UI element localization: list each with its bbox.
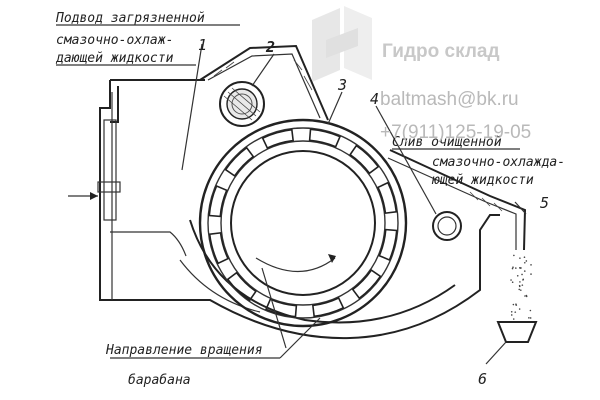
sludge-particle [528, 317, 530, 319]
drain-label-line1: Слив очищенной [392, 135, 502, 150]
callout-1: 1 [198, 36, 207, 54]
sludge-particle [510, 314, 513, 316]
sludge-particle [511, 267, 514, 270]
supply-label-line2: смазочно-охлаж- [56, 33, 173, 48]
drain-label-line3: ющей жидкости [431, 173, 534, 188]
magnetic-drum [198, 118, 408, 328]
magnet-pole [378, 228, 398, 262]
sludge-particle [519, 257, 521, 259]
sludge-particle [519, 281, 521, 283]
outlet-pipe [432, 211, 462, 241]
sludge-particle [515, 303, 517, 305]
sludge-particle [522, 278, 525, 281]
sludge-particle [510, 310, 513, 313]
watermark-email: baltmash@bk.ru [380, 89, 519, 110]
supply-label-line3: дающей жидкости [55, 51, 174, 66]
magnet-pole [261, 128, 295, 150]
watermark-phone: +7(911)125-19-05 [380, 122, 531, 143]
callout-2: 2 [265, 38, 275, 56]
sludge-particle [521, 273, 523, 276]
supply-label-line1: Подвод загрязненной [55, 11, 205, 26]
sludge-particle [518, 308, 521, 310]
squeeze-roller [219, 81, 265, 127]
rotation-label-line1: Направление вращения [105, 343, 263, 358]
inlet-pipe [68, 119, 121, 221]
magnet-pole [226, 271, 258, 302]
sludge-particle [510, 279, 512, 281]
sludge-particle [529, 317, 532, 319]
sludge-particle [519, 267, 522, 269]
sludge-particle [530, 264, 532, 266]
magnet-pole [224, 146, 255, 178]
callout-leaders [110, 43, 527, 365]
magnet-poles [208, 128, 398, 318]
sludge-particle [525, 294, 528, 297]
magnet-pole [351, 268, 382, 300]
sludge-particle [511, 281, 514, 284]
callout-5: 5 [540, 194, 549, 212]
watermark-brand: Гидро склад [382, 41, 500, 62]
sludge-particle [516, 275, 519, 277]
sludge-particle [512, 303, 515, 306]
sludge-particle [523, 270, 526, 272]
callout-4: 4 [370, 90, 379, 108]
sludge-particle [518, 288, 521, 291]
magnet-pole [264, 298, 298, 318]
magnet-pole [348, 144, 380, 175]
sludge-particle [519, 289, 522, 291]
magnet-pole [311, 296, 345, 318]
magnet-pole [208, 184, 228, 218]
magnet-pole [376, 181, 398, 215]
sludge-particle [523, 261, 526, 264]
top-roller-housing [199, 44, 329, 121]
sludge-particle [514, 311, 517, 313]
drain-label-line2: смазочно-охлажда- [432, 155, 565, 170]
sludge-particle [524, 295, 526, 297]
sludge-particle [518, 284, 521, 287]
callout-3: 3 [337, 76, 347, 94]
rotation-label: Направление вращения барабана [105, 343, 263, 388]
callout-6: 6 [478, 370, 487, 388]
sludge-container [496, 254, 538, 343]
sludge-particle [515, 267, 517, 269]
sludge-particle [521, 284, 524, 286]
magnet-pole [208, 231, 230, 265]
sludge-particle [512, 318, 515, 320]
sludge-particle [512, 266, 514, 269]
drain-label: Слив очищенной смазочно-охлажда- ющей жи… [392, 135, 565, 188]
sludge-particle [529, 309, 532, 312]
rotation-arrow [255, 254, 336, 273]
sludge-particle [513, 254, 515, 257]
rotation-label-line2: барабана [128, 373, 191, 388]
sludge-particle [523, 256, 526, 259]
hydro-sklad-logo-icon [312, 6, 372, 82]
sludge-particle [525, 260, 528, 262]
scraper-chute [387, 149, 527, 251]
separator-housing [99, 79, 500, 340]
magnet-pole [308, 128, 342, 148]
sludge-particle [530, 273, 532, 275]
supply-label: Подвод загрязненной смазочно-охлаж- дающ… [55, 11, 240, 66]
